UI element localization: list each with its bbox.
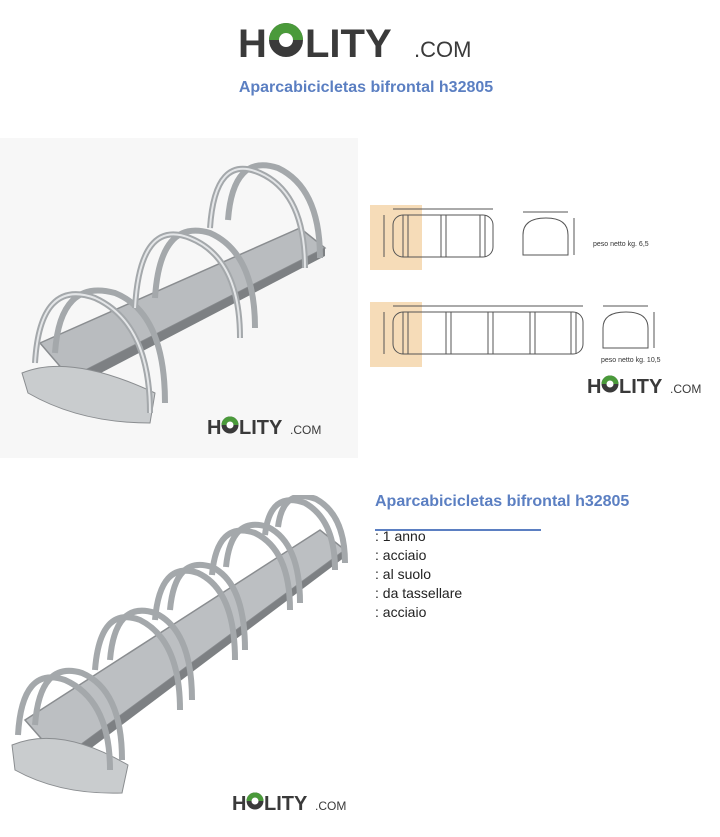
svg-text:H: H: [207, 417, 221, 439]
svg-text:.COM: .COM: [315, 799, 346, 813]
svg-text:LITY: LITY: [619, 376, 663, 398]
details-divider: [375, 529, 541, 531]
product-image-large: [0, 493, 360, 805]
svg-text:H: H: [587, 376, 601, 398]
drawing-small-highlight: [370, 205, 422, 270]
weight-label-large: peso netto kg. 10,5: [601, 357, 661, 364]
image-logo-large: H LITY .COM: [232, 789, 352, 820]
spec-item: : da tassellare: [375, 585, 463, 601]
spec-list: : 1 anno : acciaio : al suolo : da tasse…: [375, 527, 462, 622]
svg-text:LITY: LITY: [264, 793, 308, 815]
svg-text:H: H: [232, 793, 246, 815]
spec-item: : acciaio: [375, 547, 427, 563]
logo-o-icon: [269, 23, 303, 57]
weight-label-small: peso netto kg. 6,5: [593, 241, 649, 248]
details-title: Aparcabicicletas bifrontal h32805: [375, 493, 630, 510]
svg-text:.COM: .COM: [670, 382, 701, 396]
image-logo-small: H LITY .COM: [207, 413, 327, 444]
svg-text:.COM: .COM: [290, 423, 321, 437]
holity-logo-graphic: H LITY .COM: [238, 22, 471, 66]
logo-suffix: .COM: [414, 37, 471, 62]
spec-item: : 1 anno: [375, 528, 426, 544]
drawing-logo: H LITY .COM: [587, 372, 707, 403]
logo-word: LITY: [305, 22, 392, 66]
spec-item: : acciaio: [375, 604, 427, 620]
logo-letter-h: H: [238, 22, 267, 66]
svg-text:LITY: LITY: [239, 417, 283, 439]
header-logo[interactable]: H LITY .COM: [238, 18, 488, 68]
page-title: Aparcabicicletas bifrontal h32805: [238, 79, 494, 96]
spec-item: : al suolo: [375, 566, 432, 582]
drawing-small-svg: [383, 208, 655, 355]
technical-drawings: peso netto kg. 6,5 peso netto kg. 10,5: [368, 200, 720, 400]
product-image-small: [0, 138, 358, 458]
